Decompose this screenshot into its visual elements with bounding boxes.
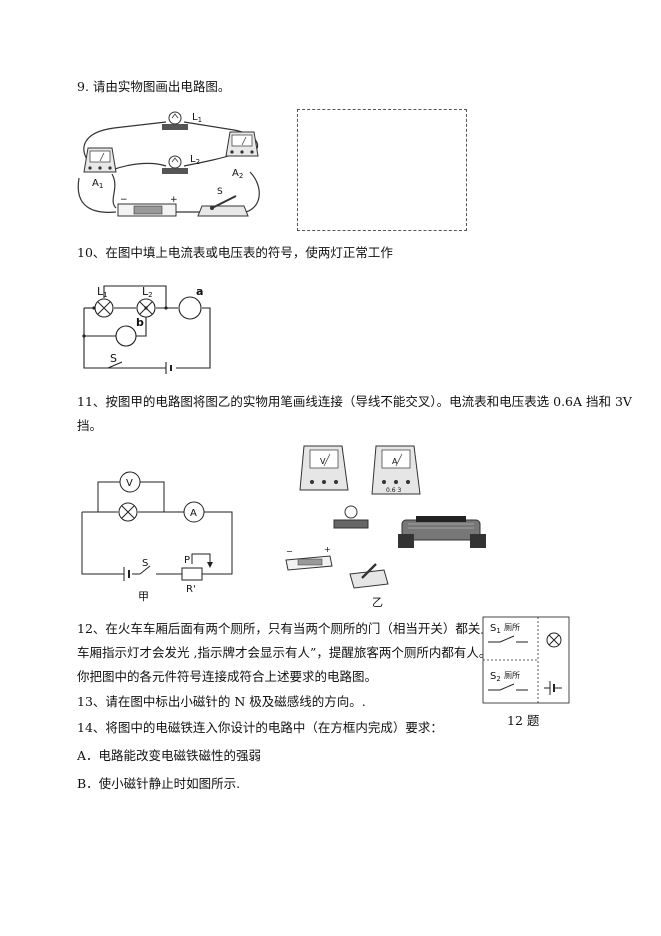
svg-text:A2: A2: [232, 168, 243, 180]
svg-text:L1: L1: [97, 285, 108, 299]
q11-physical-yi: V A 0.6 3 − +: [280, 440, 520, 608]
svg-text:−: −: [120, 195, 128, 205]
q11-p-label: P: [184, 555, 190, 566]
q11-fig-yi-label: 乙: [372, 596, 383, 608]
q9-physical-circuit-figure: L1 L2 A1 A2 − +: [74, 108, 274, 226]
q12-caption: 12 题: [507, 713, 540, 728]
q9-l2-label: L: [190, 154, 196, 165]
q12-line1: 12、在火车车厢后面有两个厕所，只有当两个厕所的门（相当开关）都关上时，: [77, 621, 518, 636]
svg-text:S1: S1: [490, 623, 501, 635]
q13-text: 13、请在图中标出小磁针的 N 极及磁感线的方向。.: [77, 694, 366, 709]
voltmeter-symbol-icon: [119, 471, 141, 493]
switch-icon: [197, 195, 249, 217]
q9-a1-label: A: [92, 178, 99, 189]
q12-s2-label: S: [490, 671, 496, 682]
svg-text:A1: A1: [92, 178, 103, 190]
q11-s-label: S: [142, 558, 148, 569]
bulb-l2-icon: [162, 155, 188, 174]
lamp-l1-icon: [94, 298, 114, 318]
q14-req-b: B．使小磁针静止时如图所示.: [77, 776, 241, 791]
switch-s1-icon: [488, 635, 528, 643]
switch-s2-icon: [488, 683, 528, 691]
lamp-symbol-icon: [118, 502, 138, 522]
q12-s2-room: 厕所: [504, 670, 520, 680]
svg-text:V: V: [126, 478, 133, 489]
q9-answer-box: [297, 109, 467, 231]
q12-line2: 车厢指示灯才会发光 ,指示牌才会显示有人”，提醒旅客两个厕所内都有人。请: [77, 645, 504, 660]
q11-text-line1: 11、按图甲的电路图将图乙的实物用笔画线连接（导线不能交叉）。电流表和电压表选 …: [77, 394, 632, 409]
svg-text:V: V: [320, 457, 326, 466]
battery-symbol-icon: [544, 681, 562, 695]
battery-icon: − +: [117, 195, 178, 217]
q12-s1-room: 厕所: [504, 622, 520, 632]
q9-s-label: S: [217, 187, 223, 197]
svg-text:−: −: [286, 547, 293, 556]
q10-a-label: a: [196, 285, 203, 298]
q12-component-figure: S1 厕所 S2 厕所: [482, 616, 572, 706]
ammeter-a2-icon: [225, 131, 259, 157]
svg-text:A: A: [190, 508, 197, 519]
svg-text:A: A: [392, 457, 398, 466]
q9-text: 9. 请由实物图画出电路图。: [77, 79, 231, 94]
q9-a2-label: A: [232, 168, 239, 179]
svg-text:L2: L2: [190, 154, 200, 166]
svg-text:+: +: [324, 545, 331, 554]
q12-line3: 你把图中的各元件符号连接成符合上述要求的电路图。: [77, 669, 378, 684]
q10-l2-label: L: [142, 285, 149, 298]
voltmeter-device-icon: V: [299, 445, 349, 491]
svg-text:+: +: [170, 195, 178, 205]
q12-s1-label: S: [490, 623, 496, 634]
svg-text:0.6 3: 0.6 3: [386, 487, 401, 494]
q11-r-label: R': [186, 584, 196, 595]
q14-text: 14、将图中的电磁铁连入你设计的电路中（在方框内完成）要求：: [77, 720, 443, 735]
svg-text:L2: L2: [142, 285, 153, 299]
q10-l1-label: L: [97, 285, 104, 298]
lamp-device-icon: [333, 505, 369, 529]
ammeter-symbol-icon: [183, 501, 205, 523]
switch-device-icon: [349, 563, 389, 589]
q14-req-a: A．电路能改变电磁铁磁性的强弱: [77, 748, 262, 763]
meter-a-circle: [178, 296, 202, 320]
battery-device-icon: − +: [285, 545, 333, 571]
q11-schematic-jia: V A S P R' 甲: [76, 462, 236, 607]
q11-text-line2: 挡。: [77, 418, 103, 433]
q11-fig-jia-label: 甲: [138, 590, 149, 603]
rheostat-device-icon: [398, 516, 486, 548]
indicator-lamp-icon: [546, 632, 562, 648]
ammeter-device-icon: A 0.6 3: [371, 445, 421, 495]
q10-text: 10、在图中填上电流表或电压表的符号，使两灯正常工作: [77, 245, 393, 260]
ammeter-a1-icon: [83, 147, 117, 173]
meter-b-circle: [115, 325, 137, 347]
bulb-l1-icon: [162, 111, 188, 130]
svg-text:L1: L1: [192, 112, 202, 124]
q10-s-label: S: [110, 352, 117, 365]
q9-l1-label: L: [192, 112, 198, 123]
q10-circuit-figure: L1 L2 a b S: [76, 278, 226, 378]
svg-text:S2: S2: [490, 671, 501, 683]
q10-b-label: b: [136, 316, 144, 329]
